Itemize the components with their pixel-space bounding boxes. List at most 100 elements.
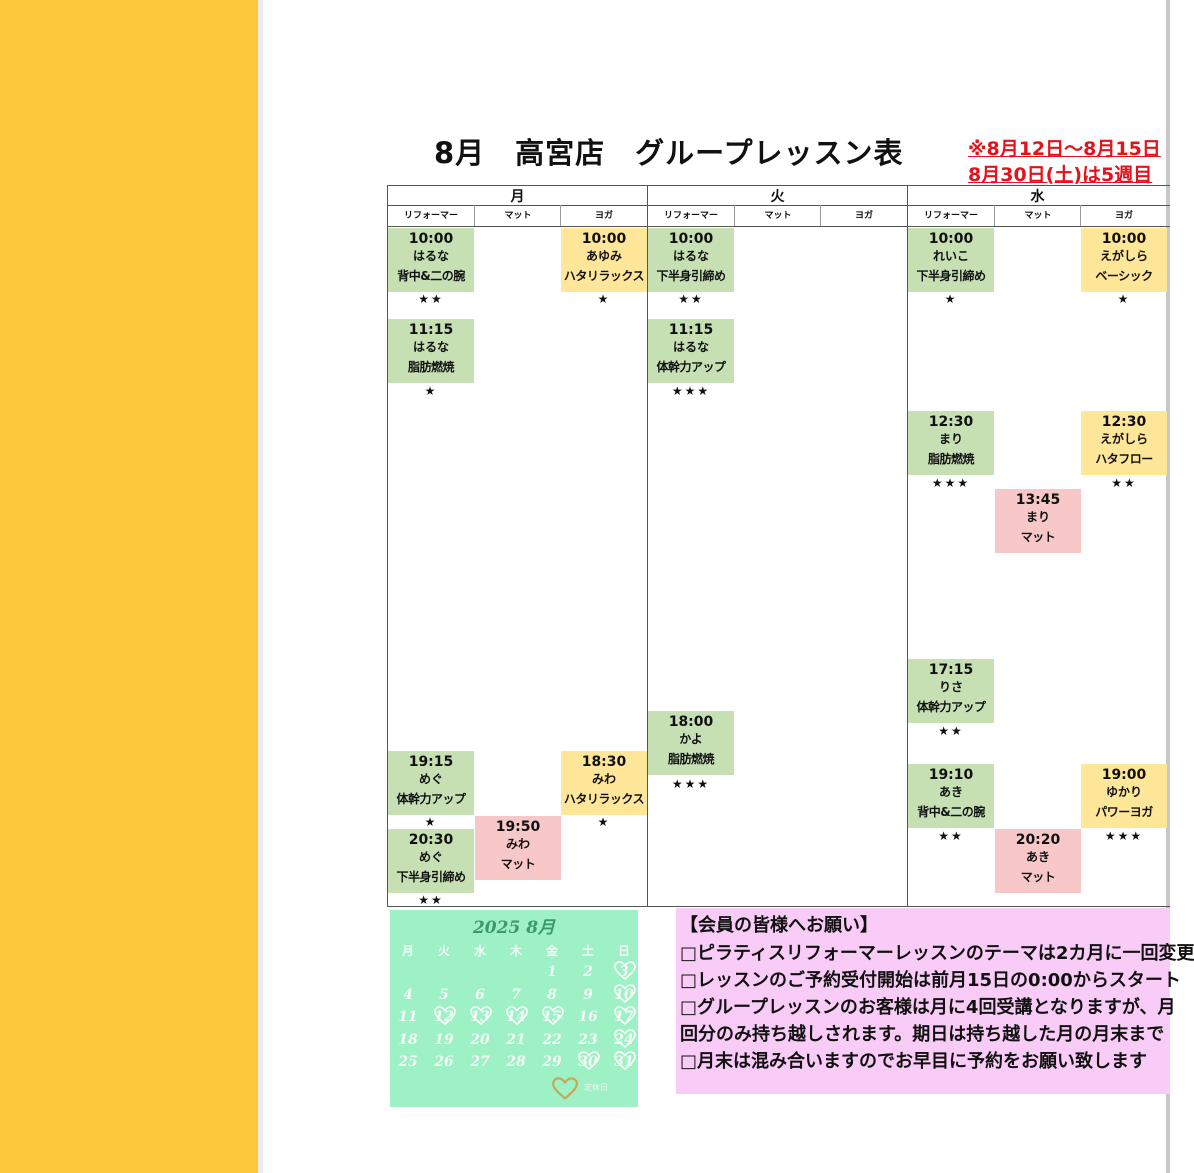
grid-sub-divider xyxy=(1080,205,1081,226)
lesson-instructor: あき xyxy=(938,785,963,799)
calendar-day: 6 xyxy=(475,986,485,1003)
day-header-tue: 火 xyxy=(770,189,785,205)
lesson-card[interactable]: 13:45 まり マット xyxy=(995,489,1081,553)
grid-bottom-line xyxy=(387,906,1170,907)
lesson-instructor: えがしら xyxy=(1099,249,1148,263)
lesson-class: 体幹力アップ xyxy=(396,792,466,806)
lesson-class: 脂肪燃焼 xyxy=(927,452,975,466)
lesson-time: 19:00 xyxy=(1101,767,1147,783)
calendar-day: 5 xyxy=(439,986,449,1003)
grid-sub-divider xyxy=(820,205,821,226)
lesson-card[interactable]: 18:00 かよ 脂肪燃焼 xyxy=(648,711,734,775)
lesson-difficulty: ★★ xyxy=(938,724,964,738)
calendar-day: 22 xyxy=(542,1031,562,1048)
lesson-card[interactable]: 19:10 あき 背中&二の腕 xyxy=(908,764,994,828)
calendar-weekday: 土 xyxy=(581,944,594,958)
lesson-instructor: えがしら xyxy=(1099,432,1148,446)
calendar-day: 12 xyxy=(434,1009,454,1025)
calendar-day: 27 xyxy=(470,1054,490,1070)
lesson-card[interactable]: 10:00 あゆみ ハタリラックス xyxy=(561,228,647,292)
calendar-title: 2025 8月 xyxy=(472,918,556,938)
heart-icon xyxy=(614,1051,636,1071)
calendar-day: 17 xyxy=(614,1009,634,1025)
lesson-class: マット xyxy=(500,857,536,871)
calendar-day: 31 xyxy=(614,1054,634,1070)
grid-sub-divider xyxy=(560,205,561,226)
lesson-card[interactable]: 10:00 えがしら ベーシック xyxy=(1081,228,1167,292)
calendar-day: 1 xyxy=(547,964,557,980)
category-header: ヨガ xyxy=(1114,211,1133,221)
lesson-time: 10:00 xyxy=(1101,231,1147,247)
lesson-difficulty: ★★ xyxy=(678,292,704,306)
lesson-card[interactable]: 18:30 みわ ハタリラックス xyxy=(561,751,647,815)
lesson-class: 脂肪燃焼 xyxy=(667,752,715,766)
lesson-difficulty: ★★ xyxy=(938,829,964,843)
lesson-card[interactable]: 10:00 れいこ 下半身引締め xyxy=(908,228,994,292)
page-title: 8月 高宮店 グループレッスン表 xyxy=(434,136,904,170)
lesson-class: 背中&二の腕 xyxy=(397,269,465,283)
lesson-card[interactable]: 10:00 はるな 背中&二の腕 xyxy=(388,228,474,292)
lesson-difficulty: ★ xyxy=(424,815,438,829)
calendar-day: 2 xyxy=(583,964,593,980)
grid-sub-divider xyxy=(474,205,475,226)
lesson-instructor: みわ xyxy=(591,772,616,786)
day-header-mon: 月 xyxy=(510,189,525,205)
calendar-day: 16 xyxy=(578,1009,598,1025)
calendar-day: 15 xyxy=(542,1009,562,1025)
lesson-card[interactable]: 20:20 あき マット xyxy=(995,829,1081,893)
lesson-card[interactable]: 19:50 みわ マット xyxy=(475,816,561,880)
lesson-card[interactable]: 17:15 りさ 体幹力アップ xyxy=(908,659,994,723)
lesson-time: 18:00 xyxy=(668,714,714,730)
lesson-class: パワーヨガ xyxy=(1095,805,1153,819)
lesson-class: マット xyxy=(1020,870,1056,884)
lesson-instructor: まり xyxy=(938,432,963,446)
lesson-instructor: れいこ xyxy=(932,249,969,263)
heart-icon xyxy=(614,983,636,1004)
notes-line: □レッスンのご予約受付開始は前月15日の0:00からスタート xyxy=(680,970,1181,991)
grid-sub-divider xyxy=(994,205,995,226)
lesson-difficulty: ★★★ xyxy=(1104,829,1144,843)
lesson-card[interactable]: 11:15 はるな 体幹力アップ xyxy=(648,319,734,383)
lesson-difficulty: ★★★ xyxy=(671,384,711,398)
calendar-day: 29 xyxy=(542,1054,562,1070)
lesson-card[interactable]: 12:30 まり 脂肪燃焼 xyxy=(908,411,994,475)
heart-icon xyxy=(434,1006,456,1026)
heart-icon xyxy=(614,1006,636,1026)
lesson-card[interactable]: 12:30 えがしら ハタフロー xyxy=(1081,411,1167,475)
lesson-class: ベーシック xyxy=(1095,269,1153,283)
heart-icon xyxy=(614,1028,636,1049)
category-header: マット xyxy=(764,211,792,221)
calendar-day: 14 xyxy=(506,1009,526,1025)
lesson-card[interactable]: 19:15 めぐ 体幹力アップ xyxy=(388,751,474,815)
lesson-class: 脂肪燃焼 xyxy=(407,360,455,374)
lesson-card[interactable]: 10:00 はるな 下半身引締め xyxy=(648,228,734,292)
heart-icon xyxy=(470,1006,492,1026)
lesson-time: 12:30 xyxy=(1101,414,1147,430)
lesson-difficulty: ★★ xyxy=(418,893,444,907)
calendar-legend-label: 定休日 xyxy=(584,1083,608,1092)
lesson-difficulty: ★ xyxy=(944,292,958,306)
lesson-card[interactable]: 19:00 ゆかり パワーヨガ xyxy=(1081,764,1167,828)
heart-icon xyxy=(542,1006,564,1026)
lesson-difficulty: ★★ xyxy=(1111,476,1137,490)
lesson-time: 19:15 xyxy=(408,754,454,770)
lesson-difficulty: ★ xyxy=(597,292,611,306)
notice-line-2: 8月30日(土)は5週目 xyxy=(968,164,1153,186)
lesson-card[interactable]: 20:30 めぐ 下半身引締め xyxy=(388,829,474,893)
lesson-instructor: あゆみ xyxy=(585,249,622,263)
notes-line: □グループレッスンのお客様は月に4回受講となりますが、月 xyxy=(680,997,1176,1018)
lesson-difficulty: ★★★ xyxy=(931,476,971,490)
lesson-difficulty: ★★★ xyxy=(671,777,711,791)
category-header: マット xyxy=(504,211,532,221)
lesson-class: ハタリラックス xyxy=(563,792,645,806)
grid-left-line xyxy=(387,185,388,907)
lesson-difficulty: ★★ xyxy=(418,292,444,306)
heart-icon xyxy=(578,1051,600,1071)
lesson-time: 11:15 xyxy=(408,322,454,338)
notes-line: 回分のみ持ち越しされます。期日は持ち越した月の月末まで xyxy=(680,1024,1165,1045)
lesson-card[interactable]: 11:15 はるな 脂肪燃焼 xyxy=(388,319,474,383)
lesson-instructor: ゆかり xyxy=(1105,785,1142,799)
category-header: ヨガ xyxy=(854,211,873,221)
category-header: マット xyxy=(1024,211,1052,221)
calendar-weekday: 水 xyxy=(473,944,486,958)
